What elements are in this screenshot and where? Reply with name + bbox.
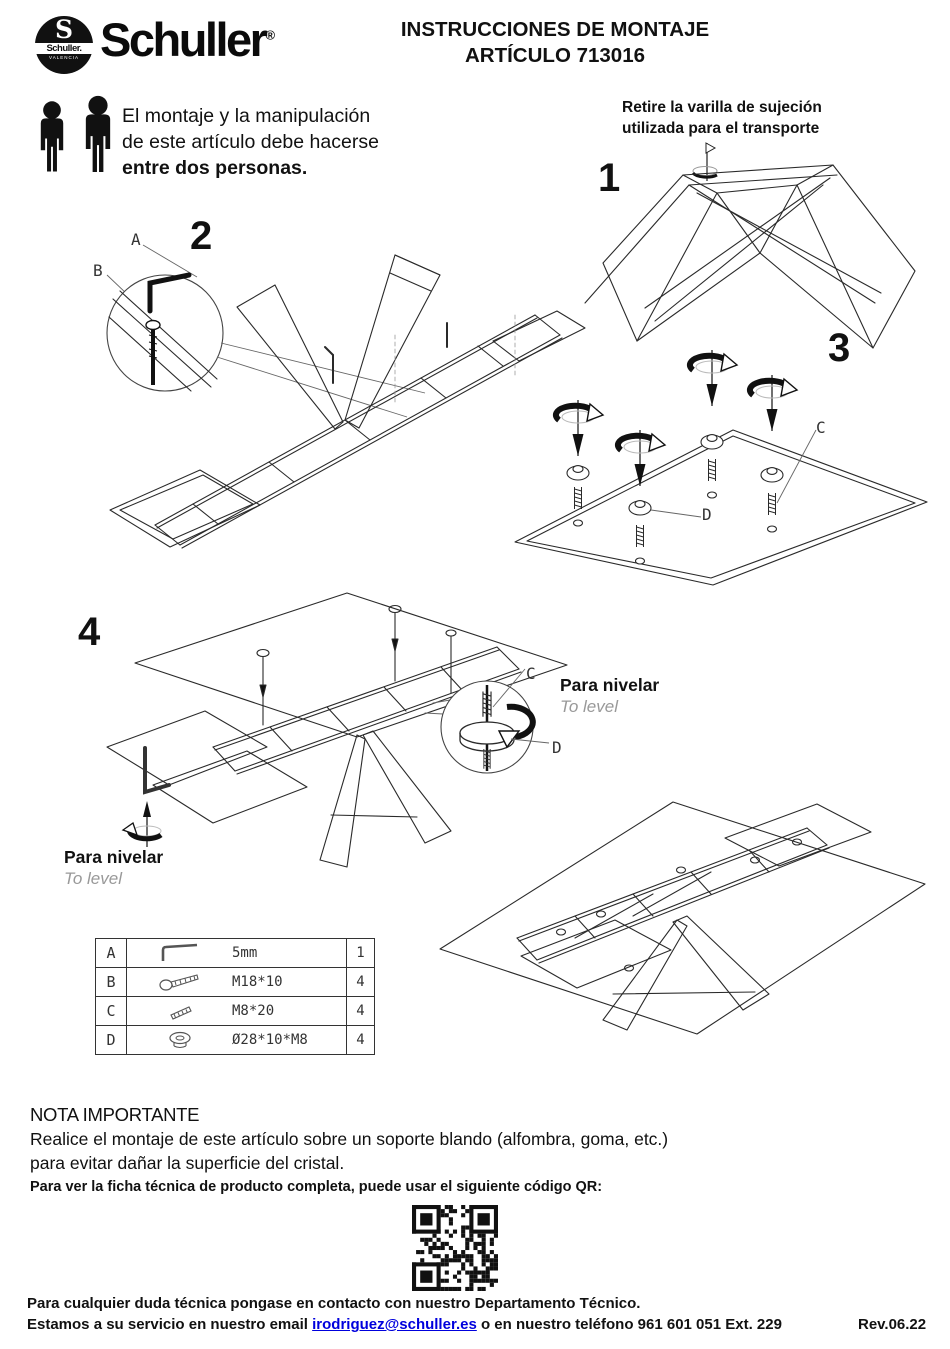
level-note-left: Para nivelar To level (64, 847, 164, 888)
part-size: 5mm (232, 945, 258, 961)
step4-label-d: D (552, 738, 562, 757)
brand-logo: S Schuller. VALENCIA (35, 16, 93, 74)
step3-diagram (514, 335, 928, 586)
part-id: D (96, 1026, 127, 1054)
step1-note: Retire la varilla de sujeción utilizada … (622, 99, 822, 137)
screw-icon (127, 971, 232, 993)
notice-line3: entre dos personas. (122, 157, 308, 179)
qr-code (412, 1205, 498, 1291)
step2-label-b: B (93, 261, 103, 280)
brand-logo-name: Schuller. (35, 43, 93, 54)
footer-line2-suffix: o en nuestro teléfono 961 601 051 Ext. 2… (476, 1316, 782, 1333)
part-qty: 4 (346, 968, 374, 996)
parts-row-a: A 5mm 1 (96, 939, 374, 968)
part-qty: 4 (346, 997, 374, 1025)
two-person-icon (40, 95, 111, 172)
step2-diagram (106, 244, 586, 549)
email-link[interactable]: irodriguez@schuller.es (312, 1316, 477, 1333)
step4-diagram (106, 592, 568, 868)
important-note-line1: Realice el montaje de este artículo sobr… (30, 1129, 669, 1149)
assembled-table-diagram (439, 801, 926, 1035)
parts-table: A 5mm 1 B M18*10 4 (95, 938, 375, 1055)
step1-number: 1 (598, 156, 621, 200)
part-qty: 4 (346, 1026, 374, 1054)
level-note-right: Para nivelar To level (560, 675, 660, 716)
part-size: Ø28*10*M8 (232, 1032, 308, 1048)
brand-wordmark: Schuller® (100, 13, 276, 66)
brand-logo-subtitle: VALENCIA (49, 55, 79, 60)
allen-key-icon (127, 942, 232, 964)
step3-label-c: C (816, 418, 826, 437)
part-qty: 1 (346, 939, 374, 967)
part-size: M8*20 (232, 1003, 275, 1019)
part-id: C (96, 997, 127, 1025)
title-line2: ARTÍCULO 713016 (464, 44, 645, 67)
parts-row-c: C M8*20 4 (96, 997, 374, 1026)
two-person-notice: El montaje y la manipulación de este art… (122, 103, 379, 181)
part-id: A (96, 939, 127, 967)
part-id: B (96, 968, 127, 996)
parts-row-d: D Ø28*10*M8 4 (96, 1026, 374, 1054)
step4-label-c: C (526, 664, 536, 683)
brand-logo-s: S (54, 15, 74, 44)
notice-line2: de este artículo debe hacerse (122, 131, 379, 153)
revision-label: Rev.06.22 (858, 1316, 927, 1333)
step2-number: 2 (190, 214, 213, 258)
footer-line2: Estamos a su servicio en nuestro email i… (27, 1316, 782, 1333)
qr-instruction: Para ver la ficha técnica de producto co… (30, 1179, 603, 1195)
notice-line1: El montaje y la manipulación (122, 105, 371, 127)
step3-number: 3 (828, 326, 851, 370)
foot-icon (127, 1029, 232, 1051)
parts-row-b: B M18*10 4 (96, 968, 374, 997)
step3-label-d: D (702, 505, 712, 524)
footer-line2-prefix: Estamos a su servicio en nuestro email (27, 1316, 313, 1333)
important-note-title: NOTA IMPORTANTE (30, 1104, 200, 1125)
page-title: INSTRUCCIONES DE MONTAJE ARTÍCULO 713016 (320, 17, 790, 69)
stud-icon (127, 1000, 232, 1022)
step1-diagram (584, 142, 916, 349)
step4-number: 4 (78, 610, 101, 654)
footer-line1: Para cualquier duda técnica pongase en c… (27, 1295, 641, 1312)
title-line1: INSTRUCCIONES DE MONTAJE (400, 18, 710, 41)
registered-mark-icon: ® (265, 27, 276, 43)
part-size: M18*10 (232, 974, 283, 990)
important-note-line2: para evitar dañar la superficie del cris… (30, 1153, 345, 1173)
step2-label-a: A (131, 230, 141, 249)
